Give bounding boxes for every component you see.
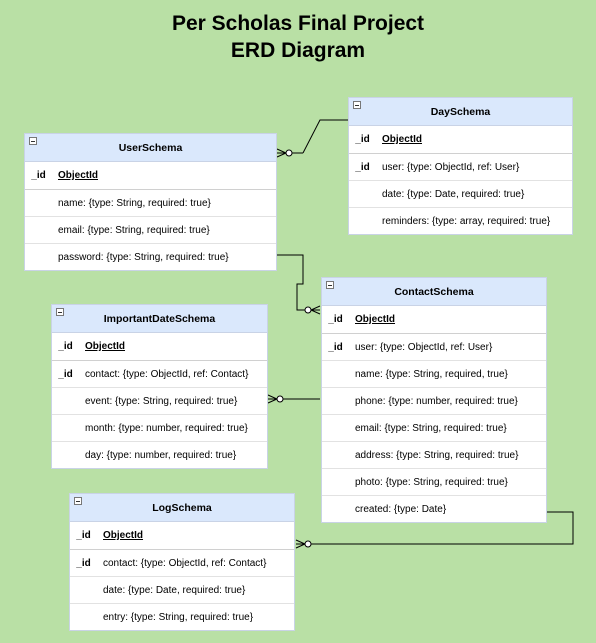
field-row: month: {type: number, required: true} (52, 414, 267, 441)
entity-important-date-schema[interactable]: ImportantDateSchema _id ObjectId _id con… (51, 304, 268, 469)
field-text: email: {type: String, required: true} (355, 422, 507, 434)
collapse-icon[interactable] (74, 497, 82, 505)
field-text: entry: {type: String, required: true} (103, 611, 254, 623)
crowsfoot-log-contact (295, 539, 312, 549)
foreign-key-row: _id contact: {type: ObjectId, ref: Conta… (52, 360, 267, 387)
entity-name: ImportantDateSchema (103, 312, 216, 325)
field-text: reminders: {type: array, required: true} (382, 215, 551, 227)
collapse-icon[interactable] (29, 137, 37, 145)
foreign-key-row: _id user: {type: ObjectId, ref: User} (349, 153, 572, 180)
field-text: name: {type: String, required, true} (355, 368, 508, 380)
key-label: _id (31, 170, 46, 181)
entity-contact-schema[interactable]: ContactSchema _id ObjectId _id user: {ty… (321, 277, 547, 523)
field-text: phone: {type: number, required: true} (355, 395, 518, 407)
field-text: email: {type: String, required: true} (58, 224, 210, 236)
primary-key-row: _id ObjectId (322, 306, 546, 333)
crowsfoot-user-day (276, 148, 293, 158)
field-row: name: {type: String, required, true} (322, 360, 546, 387)
collapse-icon[interactable] (326, 281, 334, 289)
field-text: date: {type: Date, required: true} (103, 584, 246, 596)
entity-user-schema[interactable]: UserSchema _id ObjectId name: {type: Str… (24, 133, 277, 271)
crowsfoot-contact-user (304, 305, 321, 315)
field-row: event: {type: String, required: true} (52, 387, 267, 414)
link-contact-log (296, 511, 574, 545)
field-row: password: {type: String, required: true} (25, 243, 276, 270)
entity-log-schema[interactable]: LogSchema _id ObjectId _id contact: {typ… (69, 493, 295, 631)
field-row: created: {type: Date} (322, 495, 546, 522)
field-row: email: {type: String, required: true} (25, 216, 276, 243)
key-label: _id (76, 530, 91, 541)
entity-header[interactable]: ContactSchema (322, 278, 546, 306)
field-row: address: {type: String, required: true} (322, 441, 546, 468)
entity-name: DaySchema (430, 105, 491, 118)
crowsfoot-important-contact (267, 394, 284, 404)
title-line-1: Per Scholas Final Project (171, 12, 425, 35)
diagram-title: Per Scholas Final Project ERD Diagram (0, 10, 596, 64)
entity-name: LogSchema (152, 501, 212, 514)
key-label: _id (58, 368, 73, 380)
title-line-2: ERD Diagram (230, 39, 366, 62)
field-text: created: {type: Date} (355, 503, 447, 515)
key-label: _id (355, 134, 370, 145)
key-label: _id (58, 341, 73, 352)
field-text: user: {type: ObjectId, ref: User} (355, 341, 493, 353)
key-label: _id (355, 161, 370, 173)
entity-header[interactable]: ImportantDateSchema (52, 305, 267, 333)
field-row: reminders: {type: array, required: true} (349, 207, 572, 234)
key-label: _id (328, 314, 343, 325)
field-text: contact: {type: ObjectId, ref: Contact} (103, 557, 267, 569)
key-label: _id (76, 557, 91, 569)
primary-key-type: ObjectId (355, 314, 396, 325)
primary-key-type: ObjectId (58, 170, 99, 181)
field-text: event: {type: String, required: true} (85, 395, 238, 407)
field-text: password: {type: String, required: true} (58, 251, 229, 263)
field-row: entry: {type: String, required: true} (70, 603, 294, 630)
primary-key-type: ObjectId (382, 134, 423, 145)
key-label: _id (328, 341, 343, 353)
field-row: phone: {type: number, required: true} (322, 387, 546, 414)
entity-day-schema[interactable]: DaySchema _id ObjectId _id user: {type: … (348, 97, 573, 235)
field-text: photo: {type: String, required: true} (355, 476, 508, 488)
link-user-contact (276, 254, 320, 311)
primary-key-type: ObjectId (85, 341, 126, 352)
primary-key-row: _id ObjectId (25, 162, 276, 189)
field-text: user: {type: ObjectId, ref: User} (382, 161, 520, 173)
field-row: date: {type: Date, required: true} (349, 180, 572, 207)
entity-name: ContactSchema (394, 285, 474, 298)
field-text: date: {type: Date, required: true} (382, 188, 525, 200)
field-row: date: {type: Date, required: true} (70, 576, 294, 603)
field-text: contact: {type: ObjectId, ref: Contact} (85, 368, 249, 380)
collapse-icon[interactable] (353, 101, 361, 109)
field-row: name: {type: String, required: true} (25, 189, 276, 216)
primary-key-type: ObjectId (103, 530, 144, 541)
collapse-icon[interactable] (56, 308, 64, 316)
primary-key-row: _id ObjectId (349, 126, 572, 153)
primary-key-row: _id ObjectId (52, 333, 267, 360)
field-text: day: {type: number, required: true} (85, 449, 237, 461)
field-row: photo: {type: String, required: true} (322, 468, 546, 495)
foreign-key-row: _id user: {type: ObjectId, ref: User} (322, 333, 546, 360)
field-row: email: {type: String, required: true} (322, 414, 546, 441)
entity-header[interactable]: LogSchema (70, 494, 294, 522)
field-text: name: {type: String, required: true} (58, 197, 211, 209)
link-user-day (302, 119, 348, 154)
field-row: day: {type: number, required: true} (52, 441, 267, 468)
entity-header[interactable]: UserSchema (25, 134, 276, 162)
field-text: month: {type: number, required: true} (85, 422, 248, 434)
field-text: address: {type: String, required: true} (355, 449, 519, 461)
primary-key-row: _id ObjectId (70, 522, 294, 549)
entity-header[interactable]: DaySchema (349, 98, 572, 126)
foreign-key-row: _id contact: {type: ObjectId, ref: Conta… (70, 549, 294, 576)
entity-name: UserSchema (118, 141, 183, 154)
